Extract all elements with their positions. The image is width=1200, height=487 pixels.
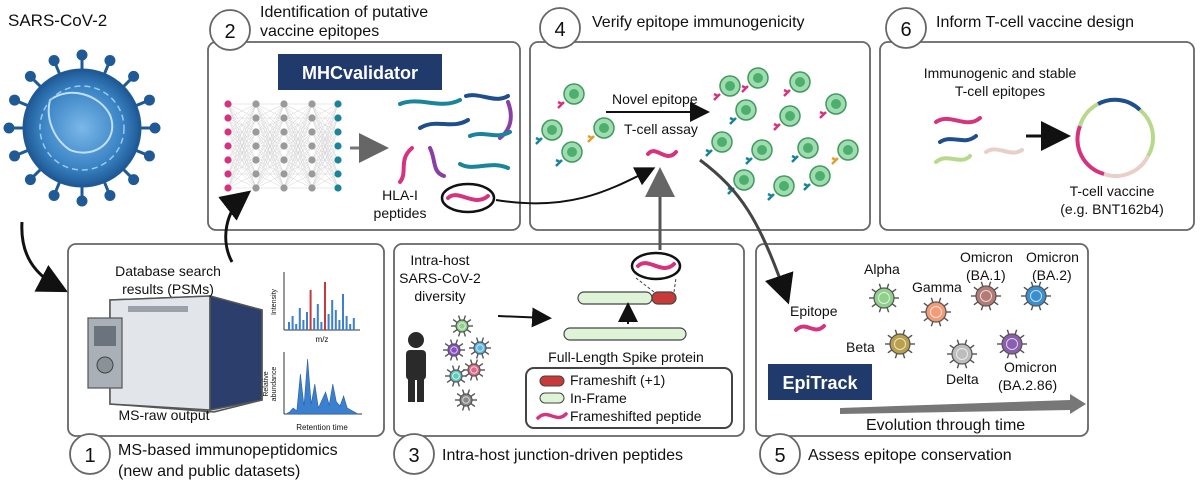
- svg-text:5: 5: [774, 445, 785, 467]
- svg-text:Intensity: Intensity: [271, 288, 278, 315]
- legend-frameshift: Frameshift (+1): [570, 372, 665, 388]
- variant-omicron-ba286-sub: (BA.2.86): [998, 377, 1057, 393]
- svg-text:m/z: m/z: [316, 335, 329, 344]
- step-1: 1 MS-based immunopeptidomics (new and pu…: [69, 433, 338, 480]
- variant-alpha: Alpha: [864, 261, 900, 277]
- sars-cov-2-virus-icon: [3, 49, 161, 207]
- immunogenic-line1: Immunogenic and stable: [924, 65, 1077, 81]
- step-4-title: Verify epitope immunogenicity: [592, 14, 805, 31]
- novel-epitope-peptide: [646, 149, 678, 158]
- svg-text:1: 1: [84, 445, 95, 467]
- step-6: 6 Inform T-cell vaccine design: [885, 7, 1134, 49]
- virus-label: SARS-CoV-2: [8, 11, 107, 30]
- epitope-label: Epitope: [790, 303, 838, 319]
- panel3-legend: Frameshift (+1) In-Frame Frameshifted pe…: [525, 367, 733, 429]
- epitope-peptide: [794, 324, 826, 332]
- spike-constructs: [563, 251, 687, 341]
- epitrack-badge-label: EpiTrack: [782, 373, 858, 393]
- intra-host-variants-icon: [443, 315, 491, 411]
- step-2-subtitle: vaccine epitopes: [260, 23, 379, 40]
- step-5-title: Assess epitope conservation: [808, 447, 1012, 464]
- step-3-title: Intra-host junction-driven peptides: [442, 447, 683, 464]
- step-1-title: MS-based immunopeptidomics: [118, 442, 338, 459]
- virus-to-ms-arrow: [20, 221, 68, 293]
- person-icon: [406, 332, 426, 402]
- panel-intra-host: [393, 243, 745, 437]
- mhcvalidator-badge: [278, 54, 442, 90]
- vaccine-construct-icon: [1075, 97, 1155, 178]
- ms-spectrum-plot: Intensity m/z: [271, 272, 360, 344]
- step-1-subtitle: (new and public datasets): [118, 463, 300, 480]
- novel-epitope-label: Novel epitope: [612, 91, 698, 107]
- variant-delta: Delta: [946, 371, 979, 387]
- variant-omicron-ba1-sub: (BA.1): [966, 267, 1006, 283]
- panel-immunogenicity: [529, 41, 871, 231]
- evolution-label: Evolution through time: [866, 417, 1025, 434]
- mhcvalidator-badge-label: MHCvalidator: [302, 63, 418, 83]
- step-3: 3 Intra-host junction-driven peptides: [393, 433, 683, 475]
- evolution-arrow: [840, 394, 1086, 414]
- variant-omicron-ba2-sub: (BA.2): [1032, 267, 1072, 283]
- legend-inframe: In-Frame: [570, 390, 627, 406]
- svg-text:Relative: Relative: [263, 371, 270, 396]
- db-search-line2: results (PSMs): [122, 281, 214, 297]
- variant-omicron-ba2: Omicron: [1026, 249, 1079, 265]
- panel-conservation: [755, 243, 1089, 437]
- diversity-line2: SARS-CoV-2: [399, 270, 481, 286]
- stable-epitopes-group: [934, 116, 1024, 164]
- panel-vaccine-epitopes: [207, 41, 521, 231]
- svg-text:4: 4: [554, 19, 565, 41]
- variant-omicron-ba286: Omicron: [1004, 359, 1057, 375]
- step-2: 2 Identification of putative vaccine epi…: [209, 4, 428, 51]
- step-4: 4 Verify epitope immunogenicity: [539, 7, 805, 49]
- svg-text:6: 6: [900, 19, 911, 41]
- step-5: 5 Assess epitope conservation: [759, 433, 1012, 475]
- mass-spectrometer-icon: [87, 295, 263, 413]
- epitrack-badge: [768, 364, 872, 400]
- diversity-line3: diversity: [414, 288, 465, 304]
- assay-to-epitrack-arrow: [699, 158, 794, 305]
- vaccine-line1: T-cell vaccine: [1070, 183, 1155, 199]
- diversity-line1: Intra-host: [410, 252, 469, 268]
- legend-peptide: Frameshifted peptide: [570, 408, 702, 424]
- ms-to-mhc-arrow: [218, 190, 252, 263]
- svg-text:Retention time: Retention time: [296, 423, 348, 432]
- svg-text:2: 2: [224, 21, 235, 43]
- panel-vaccine-design: [879, 41, 1195, 231]
- step-6-title: Inform T-cell vaccine design: [936, 14, 1134, 31]
- chromatogram-plot: Relative abundance Retention time: [263, 352, 362, 432]
- svg-text:abundance: abundance: [271, 367, 278, 402]
- variant-icons: [869, 281, 1051, 369]
- t-cell-icons: [535, 67, 859, 201]
- variant-omicron-ba1: Omicron: [960, 249, 1013, 265]
- hla-label-line1: HLA-I: [382, 187, 418, 203]
- step-2-title: Identification of putative: [260, 4, 428, 21]
- neural-network-icon: [224, 100, 342, 192]
- svg-text:3: 3: [408, 445, 419, 467]
- t-cell-assay-label: T-cell assay: [624, 121, 698, 137]
- immunogenic-line2: T-cell epitopes: [955, 83, 1045, 99]
- diversity-arrow: [497, 307, 552, 328]
- variant-beta: Beta: [846, 339, 875, 355]
- spike-label: Full-Length Spike protein: [548, 349, 704, 365]
- db-search-line1: Database search: [115, 263, 221, 279]
- hla-to-assay-arrow: [495, 167, 656, 205]
- variant-gamma: Gamma: [912, 279, 962, 295]
- hla-label-line2: peptides: [374, 205, 427, 221]
- hla-peptides-group: [398, 93, 513, 214]
- vaccine-line2: (e.g. BNT162b4): [1060, 201, 1164, 217]
- ms-raw-label: MS-raw output: [118, 407, 209, 423]
